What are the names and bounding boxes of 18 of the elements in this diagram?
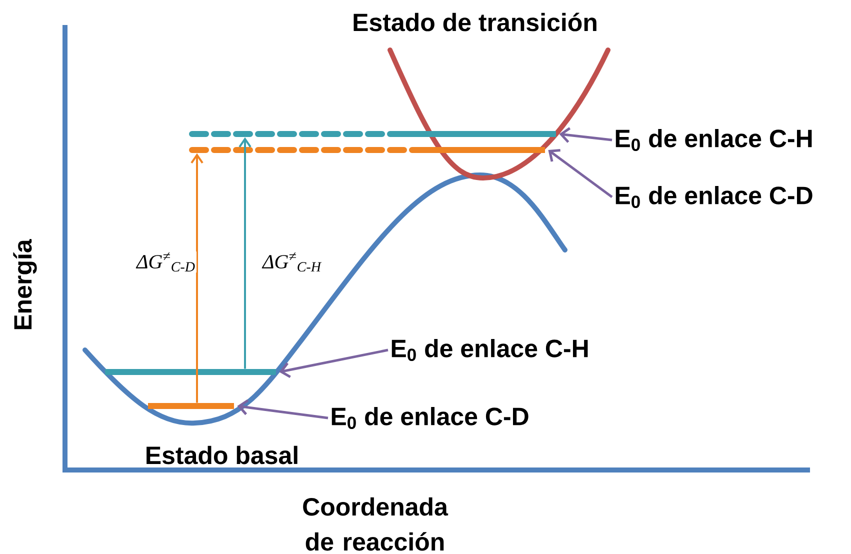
leader-arrow — [237, 399, 328, 420]
energy-label: E$_{0}$ de enlace C-D — [616, 186, 812, 208]
leader-arrow — [548, 148, 613, 198]
energy-gap-arrow — [238, 137, 252, 369]
energy-level-line — [189, 147, 545, 153]
energy-level-line — [189, 131, 556, 137]
edge-label: ΔG$^{≠}$C-D — [136, 252, 195, 272]
edge-label: ΔG$^{≠}$C-H — [262, 252, 322, 272]
energy-label: E$_{0}$ de enlace C-H — [392, 339, 588, 362]
energy-label: E$_{0}$ de enlace C-D — [332, 407, 528, 430]
axis-label: Coordenada de reacción — [303, 497, 448, 551]
state-label: Estado de transición — [354, 12, 596, 32]
state-label: Estado basal — [146, 446, 298, 464]
energy-label: E$_{0}$ de enlace C-H — [616, 129, 812, 151]
leader-arrow — [279, 348, 388, 378]
axis-label: Energía — [13, 238, 37, 330]
leader-arrow — [559, 127, 612, 143]
energy-gap-arrow — [190, 153, 204, 403]
